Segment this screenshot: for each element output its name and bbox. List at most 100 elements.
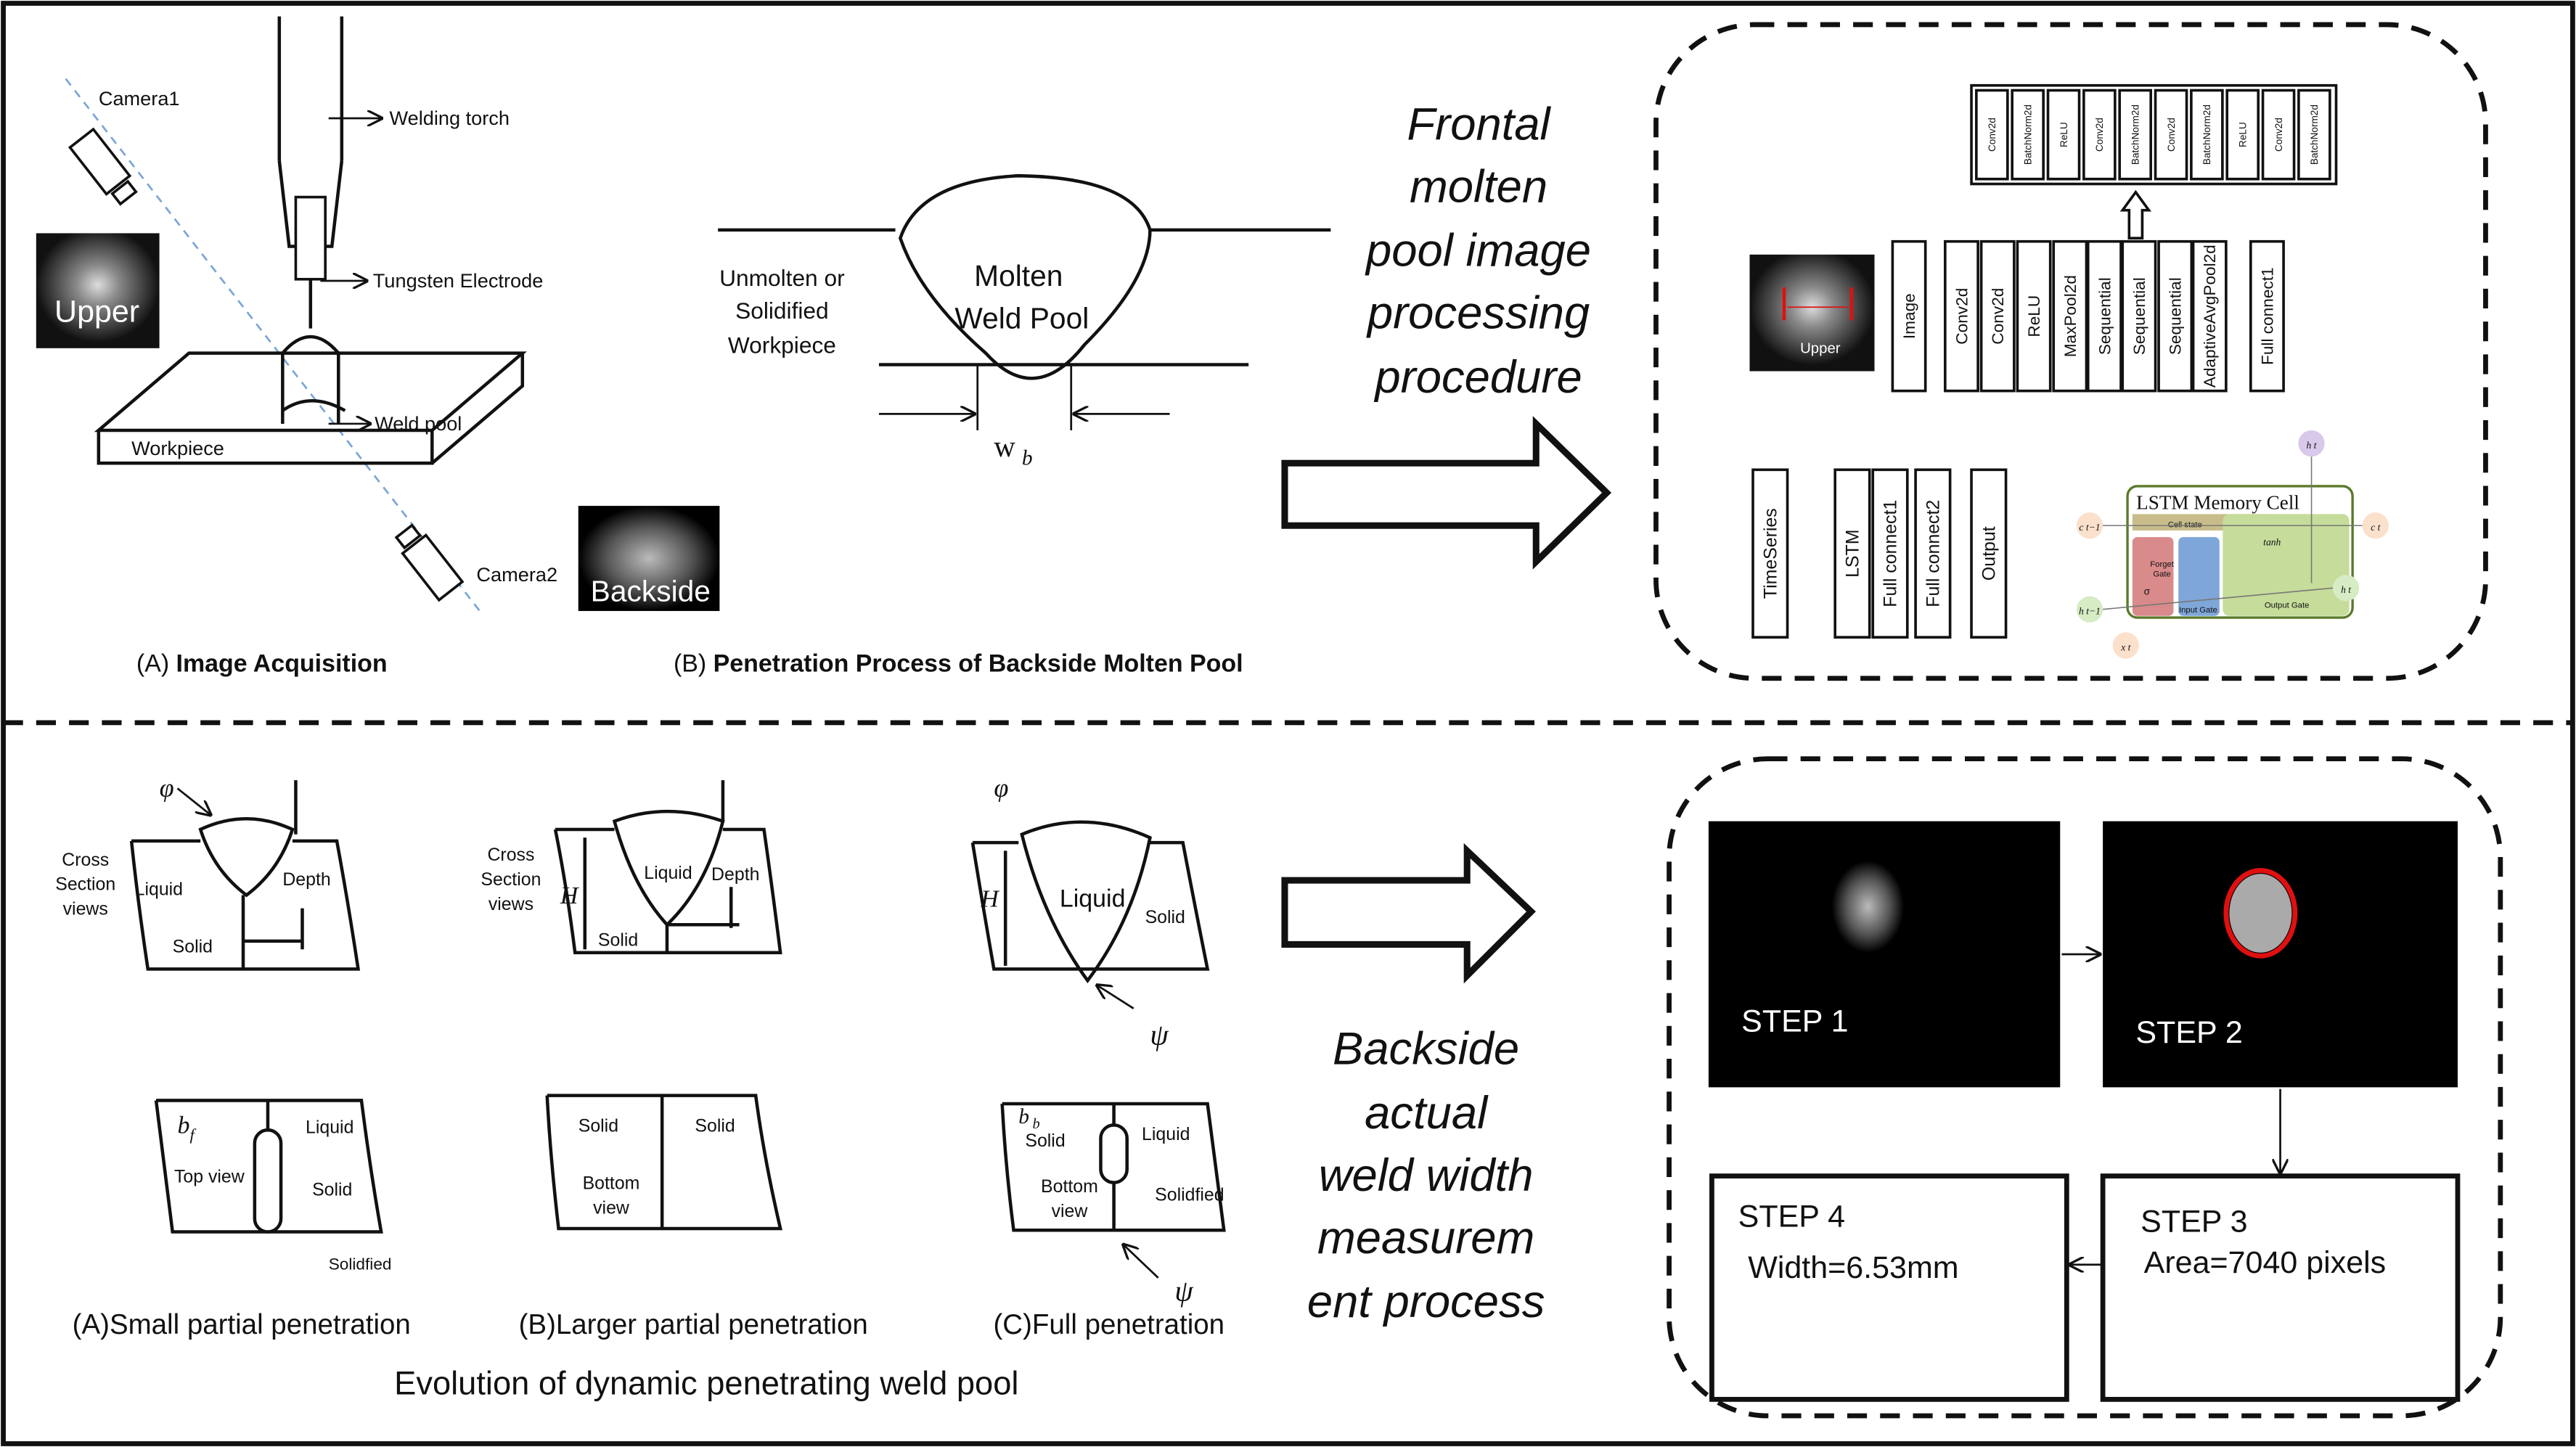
arrow-up-icon <box>2119 189 2152 239</box>
sequential-layer-label: BatchNorm2d <box>2201 104 2212 165</box>
cnn-layer-box <box>2052 239 2088 393</box>
tanh-label: tanh <box>2263 536 2281 547</box>
cnn-layer-label: Full connect1 <box>2258 267 2276 365</box>
camera-axis-line <box>65 78 481 612</box>
step4-box <box>1709 1173 2069 1402</box>
penetration-caption: (B) Penetration Process of Backside Molt… <box>674 650 1243 678</box>
cnn-layer-label: Image <box>1900 293 1918 339</box>
camera2-icon <box>394 523 465 602</box>
step3-box <box>2100 1173 2461 1402</box>
sequential-layer-box <box>2118 89 2153 181</box>
sequential-layer-label: ReLU <box>2058 122 2069 147</box>
arrow-right-icon <box>1281 416 1612 570</box>
lstm-layer-box <box>1751 468 1789 639</box>
upper-thumbnail-label: Upper <box>1800 341 1841 357</box>
svg-text:ent process: ent process <box>1307 1276 1545 1327</box>
measurement-steps: STEP 1 STEP 2 STEP 3 Area=7040 pixels ST… <box>1708 821 2461 1402</box>
bottom-view-label: view <box>593 1198 630 1218</box>
acquisition-caption: (A) Image Acquisition <box>136 650 388 678</box>
cnn-layer-box <box>2086 239 2122 393</box>
solid-label: Solid <box>312 1180 352 1200</box>
h-t-output-node: h t <box>2307 440 2318 451</box>
liquid-label: Liquid <box>644 863 692 883</box>
cnn-layer-label: ReLU <box>2025 295 2043 337</box>
bottom-view-label: Bottom <box>1041 1176 1098 1197</box>
lstm-layer-box <box>1970 468 2008 639</box>
cnn-layer-box <box>1944 239 1979 393</box>
cnn-layer-label: Conv2d <box>1953 288 1971 345</box>
step1-image <box>1708 821 2061 1088</box>
cnn-layer-box <box>2121 239 2157 393</box>
h-symbol: H <box>980 885 1000 912</box>
workpiece-icon <box>94 351 527 465</box>
phi-symbol: φ <box>160 774 174 803</box>
solid-label: Solid <box>173 937 213 957</box>
cnn-layer-label: Sequential <box>2167 277 2185 355</box>
image-acquisition-panel: Camera1 Camera2 Upper Backside Welding t… <box>36 16 720 678</box>
cnn-layer-box <box>2249 239 2285 393</box>
weld-pool-label: Weld pool <box>375 412 462 435</box>
step2-image <box>2103 821 2458 1088</box>
upper-image-label: Upper <box>54 295 139 329</box>
cnn-layer-box <box>2157 239 2193 393</box>
cnn-layer-box <box>2191 239 2228 393</box>
svg-text:Frontal: Frontal <box>1407 99 1551 149</box>
upper-image-thumbnail <box>1749 254 1875 372</box>
h-prev-node: h t−1 <box>2079 605 2101 616</box>
sigma-label: σ <box>2144 586 2151 597</box>
solid-label: Solid <box>1025 1131 1065 1151</box>
step4-width-value: Width=6.53mm <box>1748 1250 1958 1285</box>
camera1-icon <box>68 127 138 206</box>
cross-section-label: Section <box>55 874 115 895</box>
sequential-layer-box <box>2297 89 2331 181</box>
svg-text:pool image: pool image <box>1365 226 1591 276</box>
sequential-layer-label: ReLU <box>2237 122 2248 147</box>
lstm-cell-title: LSTM Memory Cell <box>2136 492 2299 514</box>
unmolten-label: Unmolten or <box>719 265 845 291</box>
sequential-layer-label: Conv2d <box>2166 118 2177 152</box>
cross-section-label: views <box>488 894 533 914</box>
lstm-layer-box <box>1833 468 1871 639</box>
cnn-layer-box <box>2016 239 2052 393</box>
welding-torch-label: Welding torch <box>389 107 510 129</box>
svg-text:molten: molten <box>1410 161 1547 212</box>
forget-gate-label: Forget <box>2150 560 2175 569</box>
h-t-node: h t <box>2341 584 2352 595</box>
forget-gate-label: Gate <box>2153 570 2170 578</box>
cnn-layer-label: Conv2d <box>1989 288 2007 345</box>
phi-symbol: φ <box>994 774 1008 803</box>
workpiece-label: Workpiece <box>131 437 224 459</box>
psi-symbol: ψ <box>1150 1018 1169 1051</box>
h-symbol: H <box>560 882 580 909</box>
svg-text:processing: processing <box>1366 288 1590 339</box>
tungsten-electrode-label: Tungsten Electrode <box>373 269 544 292</box>
measurement-panel <box>1667 756 2503 1419</box>
lstm-layer-box <box>1914 468 1952 639</box>
psi-symbol: ψ <box>1174 1275 1193 1308</box>
unmolten-label: Workpiece <box>728 332 836 358</box>
frontal-process-text: Frontal molten pool image processing pro… <box>1365 99 1591 403</box>
solid-label: Solid <box>1145 907 1185 927</box>
bottom-view-label: Bottom <box>583 1173 640 1194</box>
bottom-view-label: view <box>1052 1201 1089 1221</box>
solid-label: Solid <box>598 930 638 951</box>
cnn-layer-box <box>1891 239 1927 393</box>
sequential-layer-box <box>2082 89 2117 181</box>
liquid-label: Liquid <box>135 880 183 900</box>
sequential-layer-label: BatchNorm2d <box>2309 104 2320 165</box>
molten-label: Weld Pool <box>954 302 1089 335</box>
sequential-layer-label: Conv2d <box>2273 118 2284 152</box>
evolution-title: Evolution of dynamic penetrating weld po… <box>394 1365 1018 1402</box>
sequential-layer-label: BatchNorm2d <box>2130 104 2140 165</box>
step1-label: STEP 1 <box>1741 1004 1848 1038</box>
sequential-layer-box <box>2046 89 2081 181</box>
cross-section-label: Cross <box>487 845 534 865</box>
cnn-layer-label: MaxPool2d <box>2061 275 2080 357</box>
backside-image-label: Backside <box>591 574 711 607</box>
svg-text:Backside: Backside <box>1333 1024 1519 1075</box>
liquid-label: Liquid <box>1060 885 1126 912</box>
sequential-layer-label: BatchNorm2d <box>2022 104 2033 165</box>
